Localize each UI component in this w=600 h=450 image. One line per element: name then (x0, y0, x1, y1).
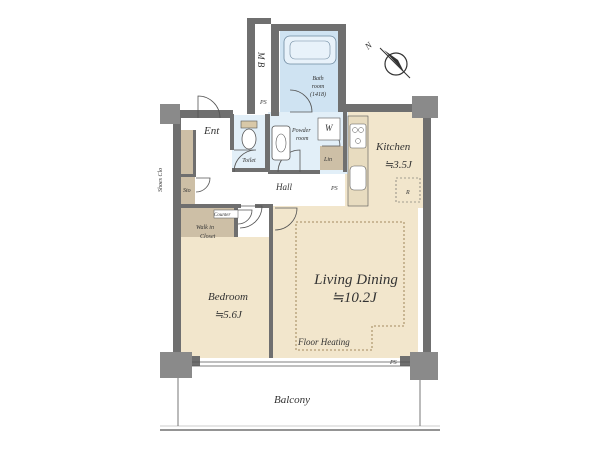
bath-label-2: room (312, 84, 325, 90)
wall-sto-top (181, 174, 196, 177)
powder-label-1: Powder (291, 128, 311, 134)
w-label: W (325, 123, 334, 133)
walk-in-label-1: Walk in (196, 225, 214, 231)
ps-bottom-label: PS (389, 360, 397, 366)
storage-floor (181, 176, 195, 206)
washbasin (271, 125, 291, 161)
wall-right (423, 104, 431, 364)
toilet-bowl-icon (241, 128, 257, 150)
ent-label: Ent (203, 125, 220, 137)
hall-label: Hall (275, 182, 293, 192)
sink-icon (349, 165, 367, 191)
bath-label-3: (1418) (310, 91, 326, 98)
counter-shelf (213, 209, 239, 219)
walls (160, 18, 438, 366)
bathtub (283, 35, 337, 65)
compass-needle-icon (379, 47, 411, 79)
mb-label: M B (256, 51, 266, 68)
toilet-tank-icon (240, 120, 258, 129)
washbasin-bowl-icon (275, 133, 287, 153)
living-door (274, 207, 298, 231)
wall-bath-left (271, 24, 279, 116)
wall-closet-right (234, 208, 238, 237)
r-label: R (405, 190, 410, 196)
burner-icon-1 (352, 127, 358, 133)
column-bottom-left (160, 352, 192, 378)
burner-icon-3 (355, 138, 361, 144)
powder-label-2: room (296, 136, 309, 142)
room-floors (178, 30, 431, 429)
stove-icon (349, 123, 367, 149)
kitchen-area-label: ≒3.5J (384, 159, 413, 171)
wall-kitchen-left (343, 112, 347, 172)
compass-n-label: N (362, 39, 375, 52)
walk-in-label-2: Closet (200, 234, 216, 240)
burner-icon-2 (358, 127, 364, 133)
balcony-label: Balcony (274, 394, 310, 406)
closet-door (237, 209, 253, 225)
bedroom-label: Bedroom (208, 291, 248, 303)
floor-heating-outline (295, 221, 405, 351)
fridge-space (395, 177, 421, 203)
bathtub-inner (289, 40, 331, 60)
wall-entrance-top (173, 110, 233, 118)
wall-left (173, 118, 181, 364)
kitchen-label: Kitchen (375, 141, 411, 153)
wall-bath-right (338, 24, 346, 104)
shoes-closet-floor (181, 130, 195, 176)
wall-mb-top (247, 18, 271, 24)
columns (160, 96, 438, 380)
toilet-door (233, 149, 257, 173)
room-labels: M B Bath room (1418) PS Powder room W Li… (158, 51, 413, 406)
wall-bedroom-right (269, 206, 273, 358)
wall-powder-bottom (268, 170, 320, 174)
floor-heating-label: Floor Heating (297, 337, 350, 347)
wall-mb-left (247, 18, 255, 114)
balcony-floor (178, 367, 418, 429)
sto-door (195, 177, 211, 193)
linen-floor (320, 146, 346, 170)
column-bottom-right (410, 352, 438, 380)
wall-hall-mid (255, 204, 273, 208)
living-dining-label: Living Dining (313, 272, 398, 288)
sto-label: Sto (183, 188, 191, 194)
wall-kitchen-top (338, 104, 430, 112)
shoes-clo-label: Shoes Clo (158, 168, 164, 192)
ps-hall-label: PS (330, 186, 338, 192)
wall-toilet-right (265, 114, 270, 172)
ps-top-label: PS (259, 100, 267, 106)
toilet-label: Toilet (242, 158, 256, 164)
compass: N (362, 39, 411, 79)
lin-label: Lin (323, 157, 332, 163)
column-top-right (412, 96, 438, 118)
living-area-label: ≒10.2J (331, 290, 378, 306)
balcony (160, 361, 440, 431)
entrance-door (197, 95, 221, 119)
bedroom-floor (181, 237, 272, 358)
wall-bedroom-top (181, 204, 241, 208)
column-top-left (160, 104, 180, 124)
wall-toilet-bottom (232, 168, 270, 172)
wall-shoes-right (193, 130, 196, 176)
bedroom-area-label: ≒5.6J (214, 309, 243, 321)
wall-toilet-left (230, 114, 234, 150)
counter-label: Counter (214, 213, 230, 218)
washer-space (317, 117, 341, 141)
wall-bath-top (271, 24, 345, 31)
bath-label-1: Bath (312, 76, 323, 82)
bedroom-door (239, 205, 263, 229)
bath-door (289, 89, 313, 113)
fixtures (213, 35, 421, 219)
